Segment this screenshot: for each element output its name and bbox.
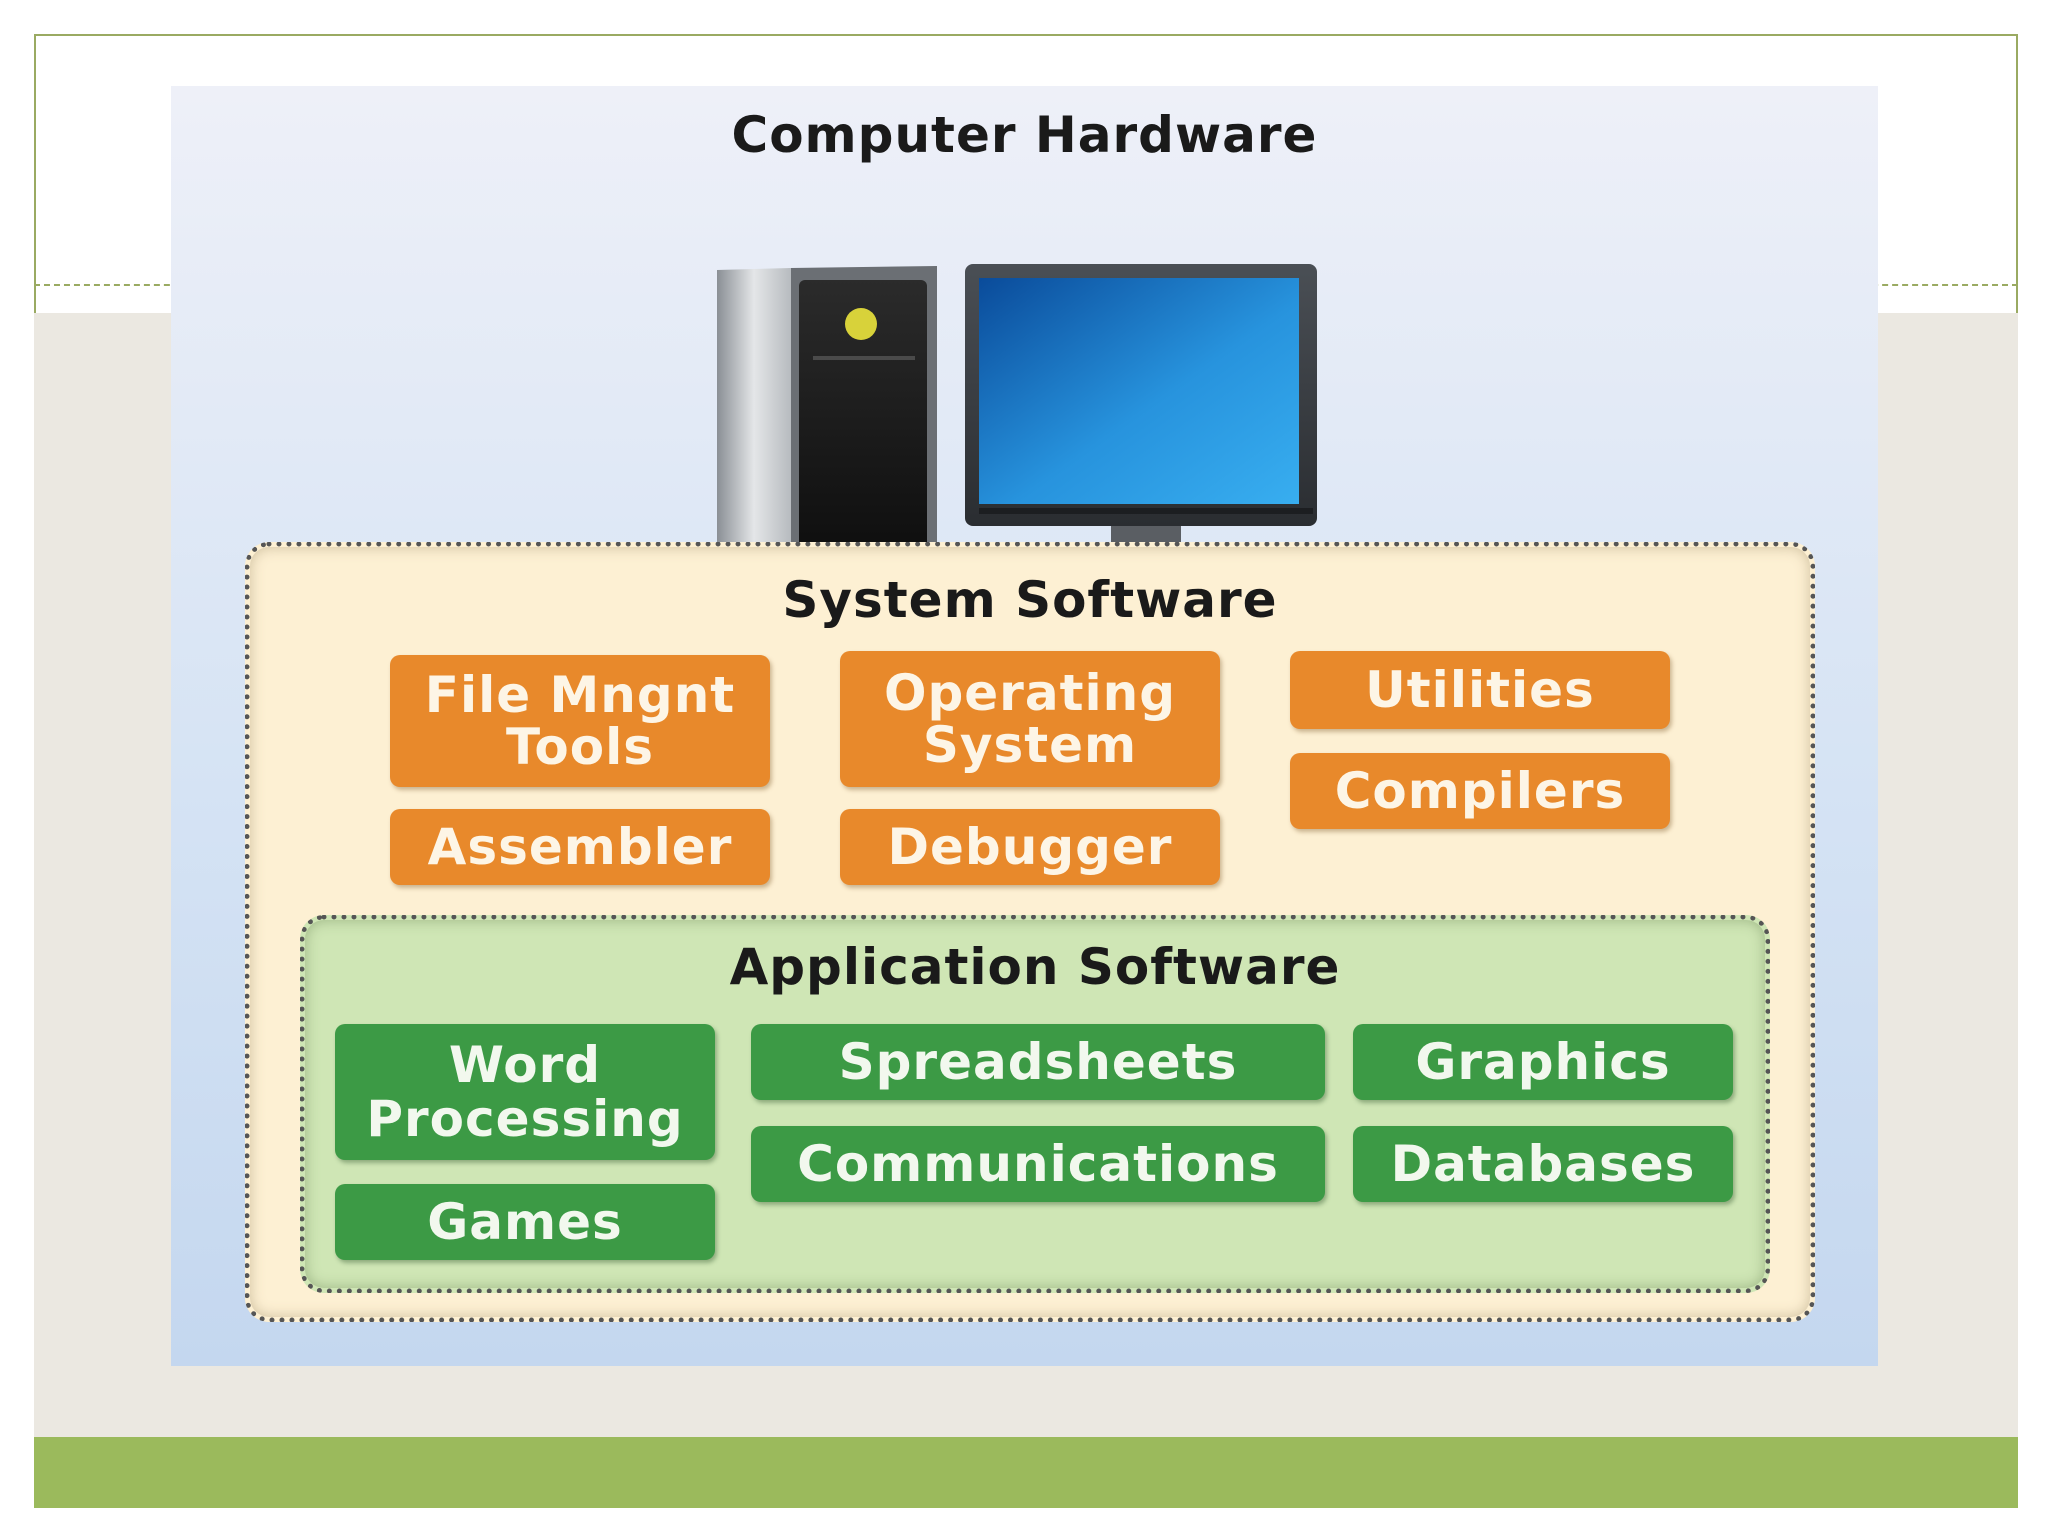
communications-box: Communications (751, 1126, 1325, 1202)
system-software-title: System Software (250, 571, 1810, 629)
compilers-box: Compilers (1290, 753, 1670, 829)
spreadsheets-box: Spreadsheets (751, 1024, 1325, 1100)
graphics-box: Graphics (1353, 1024, 1733, 1100)
databases-box: Databases (1353, 1126, 1733, 1202)
slide-footer-bar (34, 1437, 2018, 1508)
application-software-title: Application Software (305, 938, 1765, 996)
debugger-box: Debugger (840, 809, 1220, 885)
operating-system-box: Operating System (840, 651, 1220, 787)
word-processing-box: Word Processing (335, 1024, 715, 1160)
application-software-panel: Application Software Word Processing Spr… (300, 915, 1770, 1293)
games-box: Games (335, 1184, 715, 1260)
system-software-panel: System Software File Mngnt Tools Operati… (245, 542, 1815, 1322)
utilities-box: Utilities (1290, 651, 1670, 729)
software-hierarchy-diagram: Computer Hardware (171, 86, 1878, 1366)
file-management-tools-box: File Mngnt Tools (390, 655, 770, 787)
assembler-box: Assembler (390, 809, 770, 885)
hardware-title: Computer Hardware (171, 106, 1878, 164)
